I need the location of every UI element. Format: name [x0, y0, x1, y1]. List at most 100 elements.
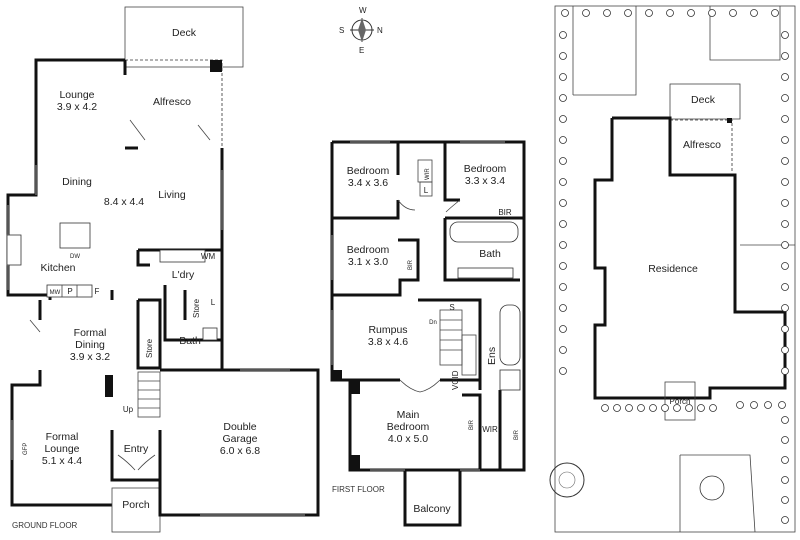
shrub: [559, 283, 567, 291]
site-porch: [664, 381, 696, 421]
gf-wall-formal-lounge: [10, 370, 112, 507]
shrub: [625, 404, 633, 412]
gf-formal-lounge-label: Formal: [46, 431, 79, 443]
gf-lounge-label: Lounge: [59, 89, 94, 101]
shrub: [645, 9, 653, 17]
ff-bedroom2-size: 3.3 x 3.4: [465, 175, 505, 187]
ff-wall-rumpus-e: [418, 298, 482, 390]
compass-e: E: [359, 46, 364, 55]
gf-deck-outline: [124, 6, 244, 68]
gf-caption: GROUND FLOOR: [12, 521, 78, 530]
shrub: [603, 9, 611, 17]
ff-wall-bed1: [332, 200, 400, 220]
gf-l-label: L: [211, 298, 216, 307]
compass-n: N: [377, 26, 383, 35]
shrub: [709, 404, 717, 412]
shrub: [781, 283, 789, 291]
ff-main-bedroom-size: 4.0 x 5.0: [388, 433, 428, 445]
gf-garage-label: Double: [223, 421, 256, 433]
shrub: [781, 94, 789, 102]
ff-rumpus-size: 3.8 x 4.6: [368, 336, 408, 348]
ff-bedroom3-label: Bedroom: [347, 244, 390, 256]
shrub: [781, 73, 789, 81]
ff-wir-main-label: WIR: [482, 425, 498, 434]
shrub: [666, 9, 674, 17]
shrub: [559, 157, 567, 165]
ff-caption: FIRST FLOOR: [332, 485, 385, 494]
gf-chimney: [105, 375, 113, 397]
shrub: [582, 9, 590, 17]
shrub: [561, 9, 569, 17]
site-hedge: [559, 9, 789, 524]
shrub: [559, 367, 567, 375]
ff-void-label: VOID: [451, 370, 460, 390]
ff-bir-bed3-label: BIR: [408, 259, 414, 270]
shrub: [559, 73, 567, 81]
gf-kitchen-bench: [46, 284, 93, 298]
shrub: [559, 346, 567, 354]
gf-entry: [110, 430, 162, 482]
shrub: [559, 136, 567, 144]
gf-store-lower-label: Store: [145, 338, 154, 358]
shrub: [637, 404, 645, 412]
shrub: [771, 9, 779, 17]
ff-wall-main-bir: [462, 393, 482, 470]
ff-ens-label: Ens: [486, 347, 498, 365]
gf-f-label: F: [95, 287, 100, 296]
compass-w: W: [359, 6, 367, 15]
shrub: [781, 262, 789, 270]
shrub: [781, 199, 789, 207]
shrub: [559, 31, 567, 39]
gf-kitchen-island: [59, 222, 91, 249]
shrub: [624, 9, 632, 17]
gf-wm-label: WM: [201, 252, 216, 261]
ff-ens-bath: [499, 304, 521, 366]
shrub: [559, 325, 567, 333]
first-floor-plan: Bedroom 3.4 x 3.6 Bedroom 3.3 x 3.4 Bedr…: [330, 140, 526, 527]
gf-column: [210, 60, 222, 72]
shrub: [781, 325, 789, 333]
shrub: [685, 404, 693, 412]
shrub: [649, 404, 657, 412]
compass-s: S: [339, 26, 344, 35]
ff-s-label: S: [449, 303, 454, 312]
shrub: [729, 9, 737, 17]
gf-deck-label: Deck: [172, 27, 197, 39]
shrub: [673, 404, 681, 412]
shrub: [781, 456, 789, 464]
shrub: [778, 401, 786, 409]
shrub: [781, 220, 789, 228]
gf-dining-living-size: 8.4 x 4.4: [104, 196, 144, 208]
ff-bath-label: Bath: [479, 248, 501, 260]
ff-wall-bath: [443, 218, 520, 282]
gf-garage-label-2: Garage: [222, 433, 257, 445]
site-tree: [549, 462, 585, 498]
ff-void-box: [461, 334, 477, 376]
gf-kitchen-label: Kitchen: [40, 262, 75, 274]
ff-main-bedroom-label: Main: [397, 409, 420, 421]
shrub: [559, 241, 567, 249]
gf-entry-label: Entry: [124, 443, 149, 455]
gf-gfp-label: GFP: [23, 443, 29, 455]
ff-main-bedroom-label-2: Bedroom: [387, 421, 430, 433]
ff-dn-label: Dn: [429, 320, 437, 326]
shrub: [781, 178, 789, 186]
gf-cooktop: [6, 234, 22, 266]
ff-bir-main2-label: BIR: [514, 429, 520, 440]
gf-formal-dining-label: Formal: [74, 327, 107, 339]
shrub: [601, 404, 609, 412]
site-plan: Deck Alfresco Residence Porch: [549, 5, 796, 533]
compass-rose: W N S E: [339, 6, 383, 55]
ff-bedroom1-size: 3.4 x 3.6: [348, 177, 388, 189]
ff-wall-bed2-w: [443, 142, 460, 202]
site-deck-label: Deck: [691, 94, 716, 106]
ff-wall-bed3: [332, 238, 420, 297]
ff-balcony: [403, 470, 462, 527]
shrub: [559, 199, 567, 207]
gf-formal-dining-size: 3.9 x 3.2: [70, 351, 110, 363]
shrub: [781, 496, 789, 504]
gf-formal-dining-label-2: Dining: [75, 339, 105, 351]
site-porch-label: Porch: [670, 397, 691, 406]
site-residence: [593, 116, 787, 400]
